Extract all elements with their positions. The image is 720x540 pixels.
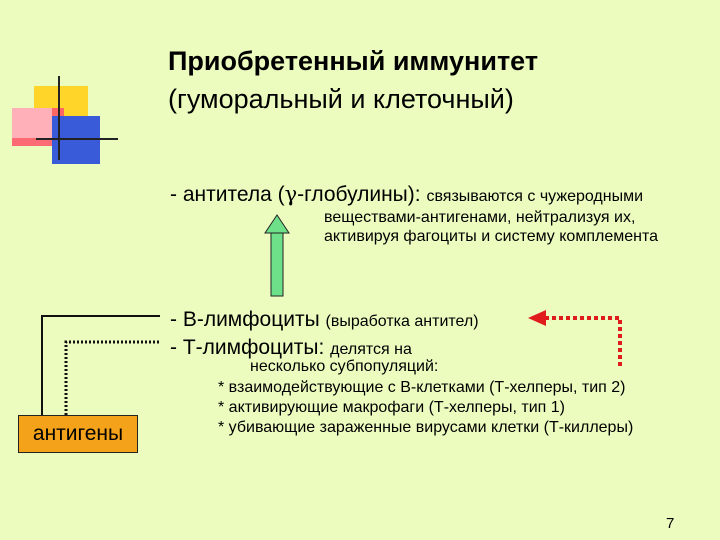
antigen-to-b-connector <box>42 316 160 415</box>
page-number: 7 <box>666 515 674 532</box>
red-dotted-arrow-icon <box>528 310 620 366</box>
antigen-to-t-connector <box>66 342 160 415</box>
up-arrow-icon <box>265 215 289 296</box>
